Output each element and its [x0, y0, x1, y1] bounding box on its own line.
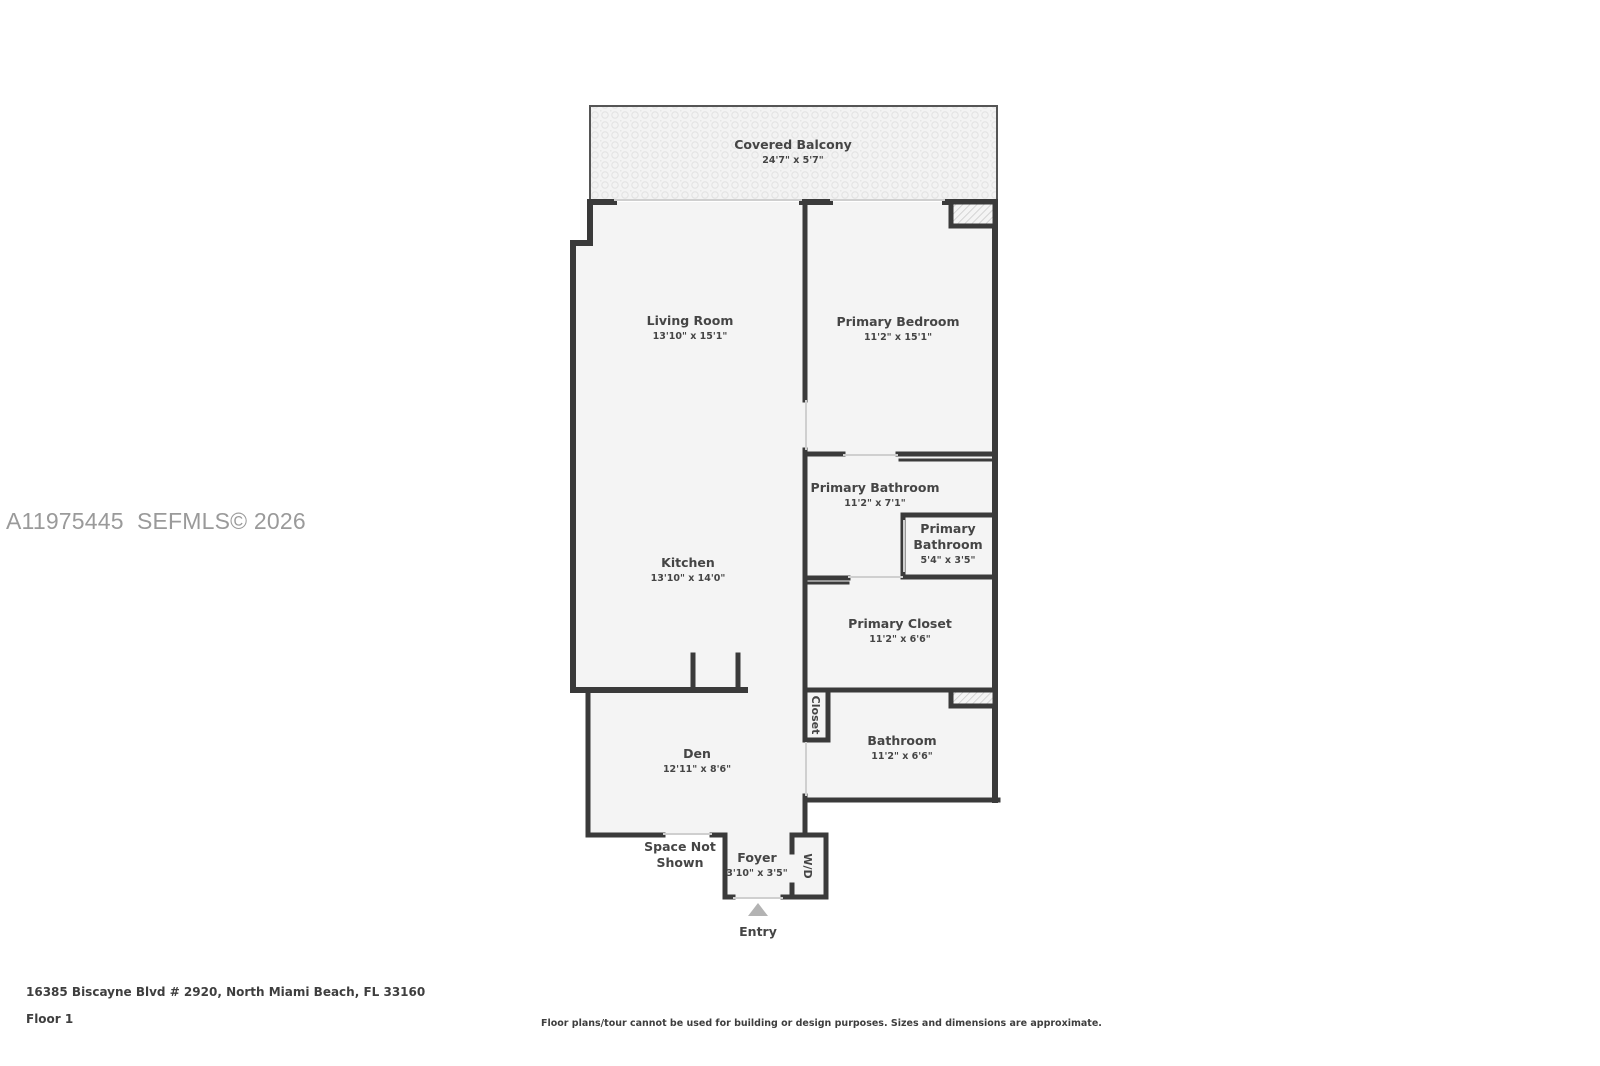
room-dims: 11'2" x 7'1" [844, 498, 906, 509]
room-den: Den 12'11" x 8'6" [663, 746, 731, 775]
room-name: Covered Balcony [734, 137, 852, 152]
openings [614, 199, 945, 899]
room-primary-bedroom: Primary Bedroom 11'2" x 15'1" [836, 314, 959, 343]
room-foyer: Foyer 3'10" x 3'5" [726, 850, 788, 879]
room-dims: 13'10" x 14'0" [651, 573, 726, 584]
room-name: Kitchen [661, 555, 715, 570]
room-dims: 12'11" x 8'6" [663, 764, 731, 775]
room-dims: 11'2" x 6'6" [869, 634, 931, 645]
entry-label: Entry [739, 924, 777, 939]
room-closet: Closet [809, 696, 822, 735]
room-dims: 24'7" x 5'7" [762, 155, 824, 166]
room-dims: 5'4" x 3'5" [921, 555, 976, 566]
room-name-line1: Space Not [644, 839, 716, 854]
room-name-line1: Primary [920, 521, 975, 536]
room-primary-bathroom-small: Primary Bathroom 5'4" x 3'5" [913, 521, 982, 566]
disclaimer: Floor plans/tour cannot be used for buil… [541, 1018, 1102, 1029]
room-name: Primary Closet [848, 616, 952, 631]
room-primary-closet: Primary Closet 11'2" x 6'6" [848, 616, 952, 645]
room-dims: 13'10" x 15'1" [653, 331, 728, 342]
room-name: Living Room [647, 313, 734, 328]
room-dims: 3'10" x 3'5" [726, 868, 788, 879]
room-primary-bathroom: Primary Bathroom 11'2" x 7'1" [811, 480, 940, 509]
room-wd: W/D [801, 853, 814, 878]
floor-label: Floor 1 [26, 1012, 74, 1026]
room-living-room: Living Room 13'10" x 15'1" [647, 313, 734, 342]
room-dims: 11'2" x 6'6" [871, 751, 933, 762]
room-name: W/D [801, 853, 814, 878]
entry-arrow-icon [748, 903, 768, 916]
covered-balcony [589, 105, 998, 201]
entry-text: Entry [739, 924, 777, 939]
room-kitchen: Kitchen 13'10" x 14'0" [651, 555, 726, 584]
room-covered-balcony: Covered Balcony 24'7" x 5'7" [734, 137, 852, 166]
walls [570, 199, 1001, 900]
room-space-not-shown: Space Not Shown [644, 839, 716, 870]
mls-watermark: A11975445 SEFMLS© 2026 [6, 508, 306, 534]
room-name: Foyer [737, 850, 777, 865]
room-name: Primary Bathroom [811, 480, 940, 495]
room-name-line2: Bathroom [913, 537, 982, 552]
interior-floor [573, 202, 995, 897]
room-name: Primary Bedroom [836, 314, 959, 329]
room-name: Bathroom [867, 733, 936, 748]
room-name-line2: Shown [657, 855, 704, 870]
room-dims: 11'2" x 15'1" [864, 332, 932, 343]
room-name: Closet [809, 696, 822, 735]
room-name: Den [683, 746, 711, 761]
property-address: 16385 Biscayne Blvd # 2920, North Miami … [26, 985, 426, 999]
room-bathroom: Bathroom 11'2" x 6'6" [867, 733, 936, 762]
